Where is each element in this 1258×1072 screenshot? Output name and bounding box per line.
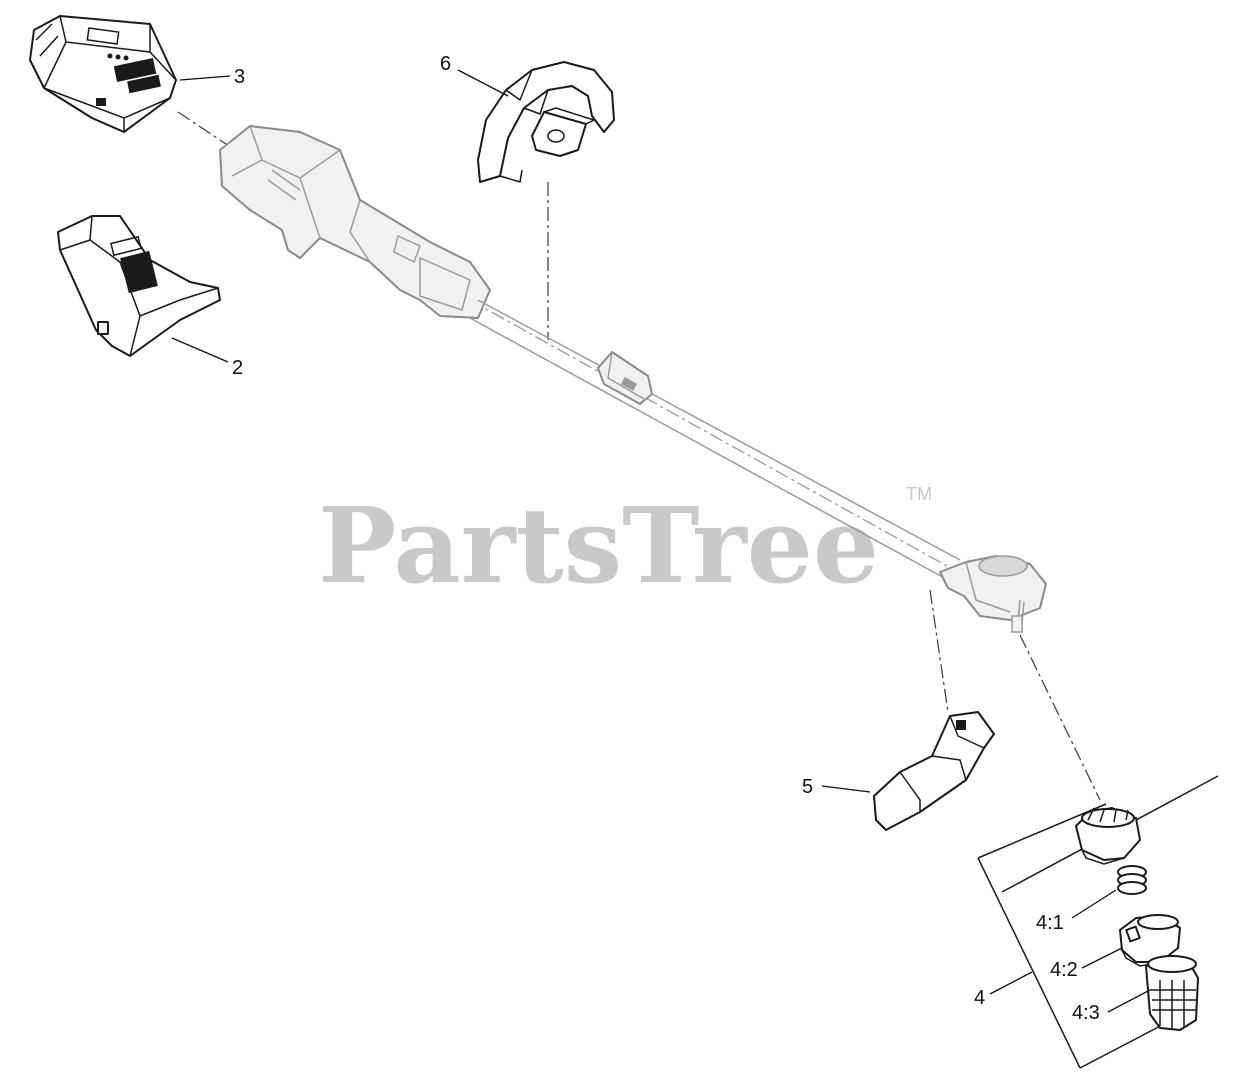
callout-4-1: 4:1: [1036, 912, 1064, 934]
spool-spring[interactable]: [1117, 865, 1147, 895]
callout-labels: 3 2 6 5 4 4:1 4:2 4:3: [232, 53, 1100, 1024]
battery-adapter[interactable]: [57, 215, 221, 357]
watermark: PartsTree TM: [318, 484, 932, 607]
trimmer-power-head[interactable]: [219, 125, 491, 319]
callout-6: 6: [440, 53, 451, 75]
callout-2: 2: [232, 357, 243, 379]
callout-5: 5: [802, 776, 813, 798]
handle-clamp: [597, 351, 653, 405]
spool-assembly[interactable]: [977, 775, 1219, 1069]
bump-knob[interactable]: [1145, 955, 1199, 1031]
callout-4-3: 4:3: [1072, 1002, 1100, 1024]
callout-4: 4: [974, 987, 985, 1009]
trimmer-head: [939, 555, 1047, 633]
leader-lines: [171, 69, 1151, 1013]
callout-3: 3: [234, 66, 245, 88]
assist-handle[interactable]: [477, 61, 615, 183]
watermark-trademark: TM: [906, 484, 932, 504]
center-lines: [177, 111, 1101, 801]
trimmer-guard[interactable]: [873, 711, 995, 831]
battery-pack[interactable]: [29, 15, 177, 133]
callout-4-2: 4:2: [1050, 959, 1078, 981]
trimmer-shaft: [469, 299, 961, 581]
watermark-text: PartsTree: [318, 484, 879, 607]
